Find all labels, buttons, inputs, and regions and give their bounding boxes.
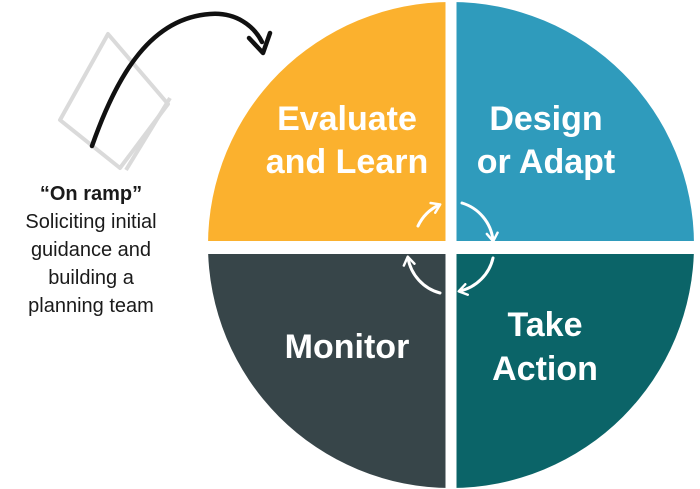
on-ramp-caption: “On ramp” Soliciting initial guidance an…	[0, 180, 182, 320]
action-label-line2: Action	[492, 350, 598, 388]
design-label-line1: Design	[489, 100, 602, 138]
evaluate-label-line1: Evaluate	[277, 100, 417, 138]
on-ramp-line: planning team	[28, 295, 154, 317]
on-ramp-line: Soliciting initial	[25, 211, 157, 233]
cycle-arrows-icon	[402, 201, 499, 296]
ramp-outline-icon	[58, 32, 172, 172]
on-ramp-line: building a	[48, 267, 134, 289]
evaluate-label-line2: and Learn	[266, 143, 428, 181]
design-label-line2: or Adapt	[477, 143, 616, 181]
arrow-icon	[89, 11, 273, 149]
action-label-line1: Take	[508, 306, 583, 344]
on-ramp-title: “On ramp”	[39, 183, 143, 205]
on-ramp-line: guidance and	[30, 239, 152, 261]
monitor-label: Monitor	[285, 328, 410, 366]
quadrant-monitor	[208, 254, 446, 488]
